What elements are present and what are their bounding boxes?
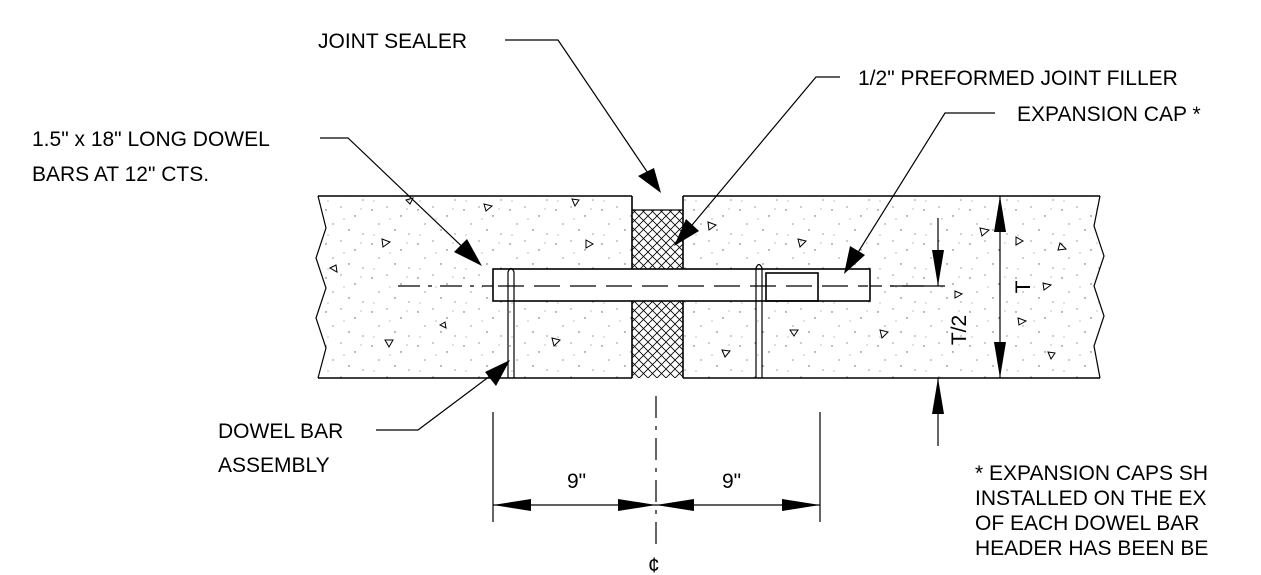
expansion-cap-note: * EXPANSION CAPS SH INSTALLED ON THE EX … — [975, 462, 1208, 560]
note-line-4: HEADER HAS BEEN BE — [975, 537, 1208, 560]
dimension-9in-right — [656, 412, 821, 522]
joint-sealer-label: JOINT SEALER — [318, 30, 467, 53]
dowel-bar — [492, 268, 871, 302]
dowel-bar-assembly-wires — [507, 263, 763, 378]
dimension-thickness — [994, 196, 1006, 378]
joint-sealer-leader — [505, 39, 661, 193]
dowel-bar-label-line1: 1.5" x 18" LONG DOWEL — [32, 128, 270, 151]
expansion-cap-leader — [844, 112, 995, 274]
thickness-label: T — [1012, 280, 1035, 293]
note-line-2: INSTALLED ON THE EX — [975, 487, 1206, 510]
joint-filler-leader — [674, 76, 840, 246]
right-concrete-slab — [682, 195, 1105, 379]
dimension-right-label: 9" — [722, 470, 741, 493]
dowel-assembly-leader — [376, 360, 510, 431]
dowel-assembly-label-line1: DOWEL BAR — [218, 420, 343, 443]
centerline-symbol: ¢ — [648, 554, 660, 575]
joint-filler-label: 1/2" PREFORMED JOINT FILLER — [858, 67, 1178, 90]
dimension-9in-left — [492, 412, 656, 522]
dowel-bar-label-line2: BARS AT 12" CTS. — [32, 163, 209, 186]
note-line-1: * EXPANSION CAPS SH — [975, 462, 1208, 485]
dowel-assembly-label-line2: ASSEMBLY — [218, 454, 330, 477]
dimension-half-thickness — [890, 218, 945, 446]
dimension-left-label: 9" — [567, 470, 586, 493]
dowel-bar-leader — [320, 137, 482, 266]
half-thickness-label: T/2 — [948, 315, 971, 345]
expansion-cap — [765, 272, 819, 302]
note-line-3: OF EACH DOWEL BAR — [975, 512, 1199, 535]
expansion-cap-label: EXPANSION CAP * — [1017, 103, 1201, 126]
